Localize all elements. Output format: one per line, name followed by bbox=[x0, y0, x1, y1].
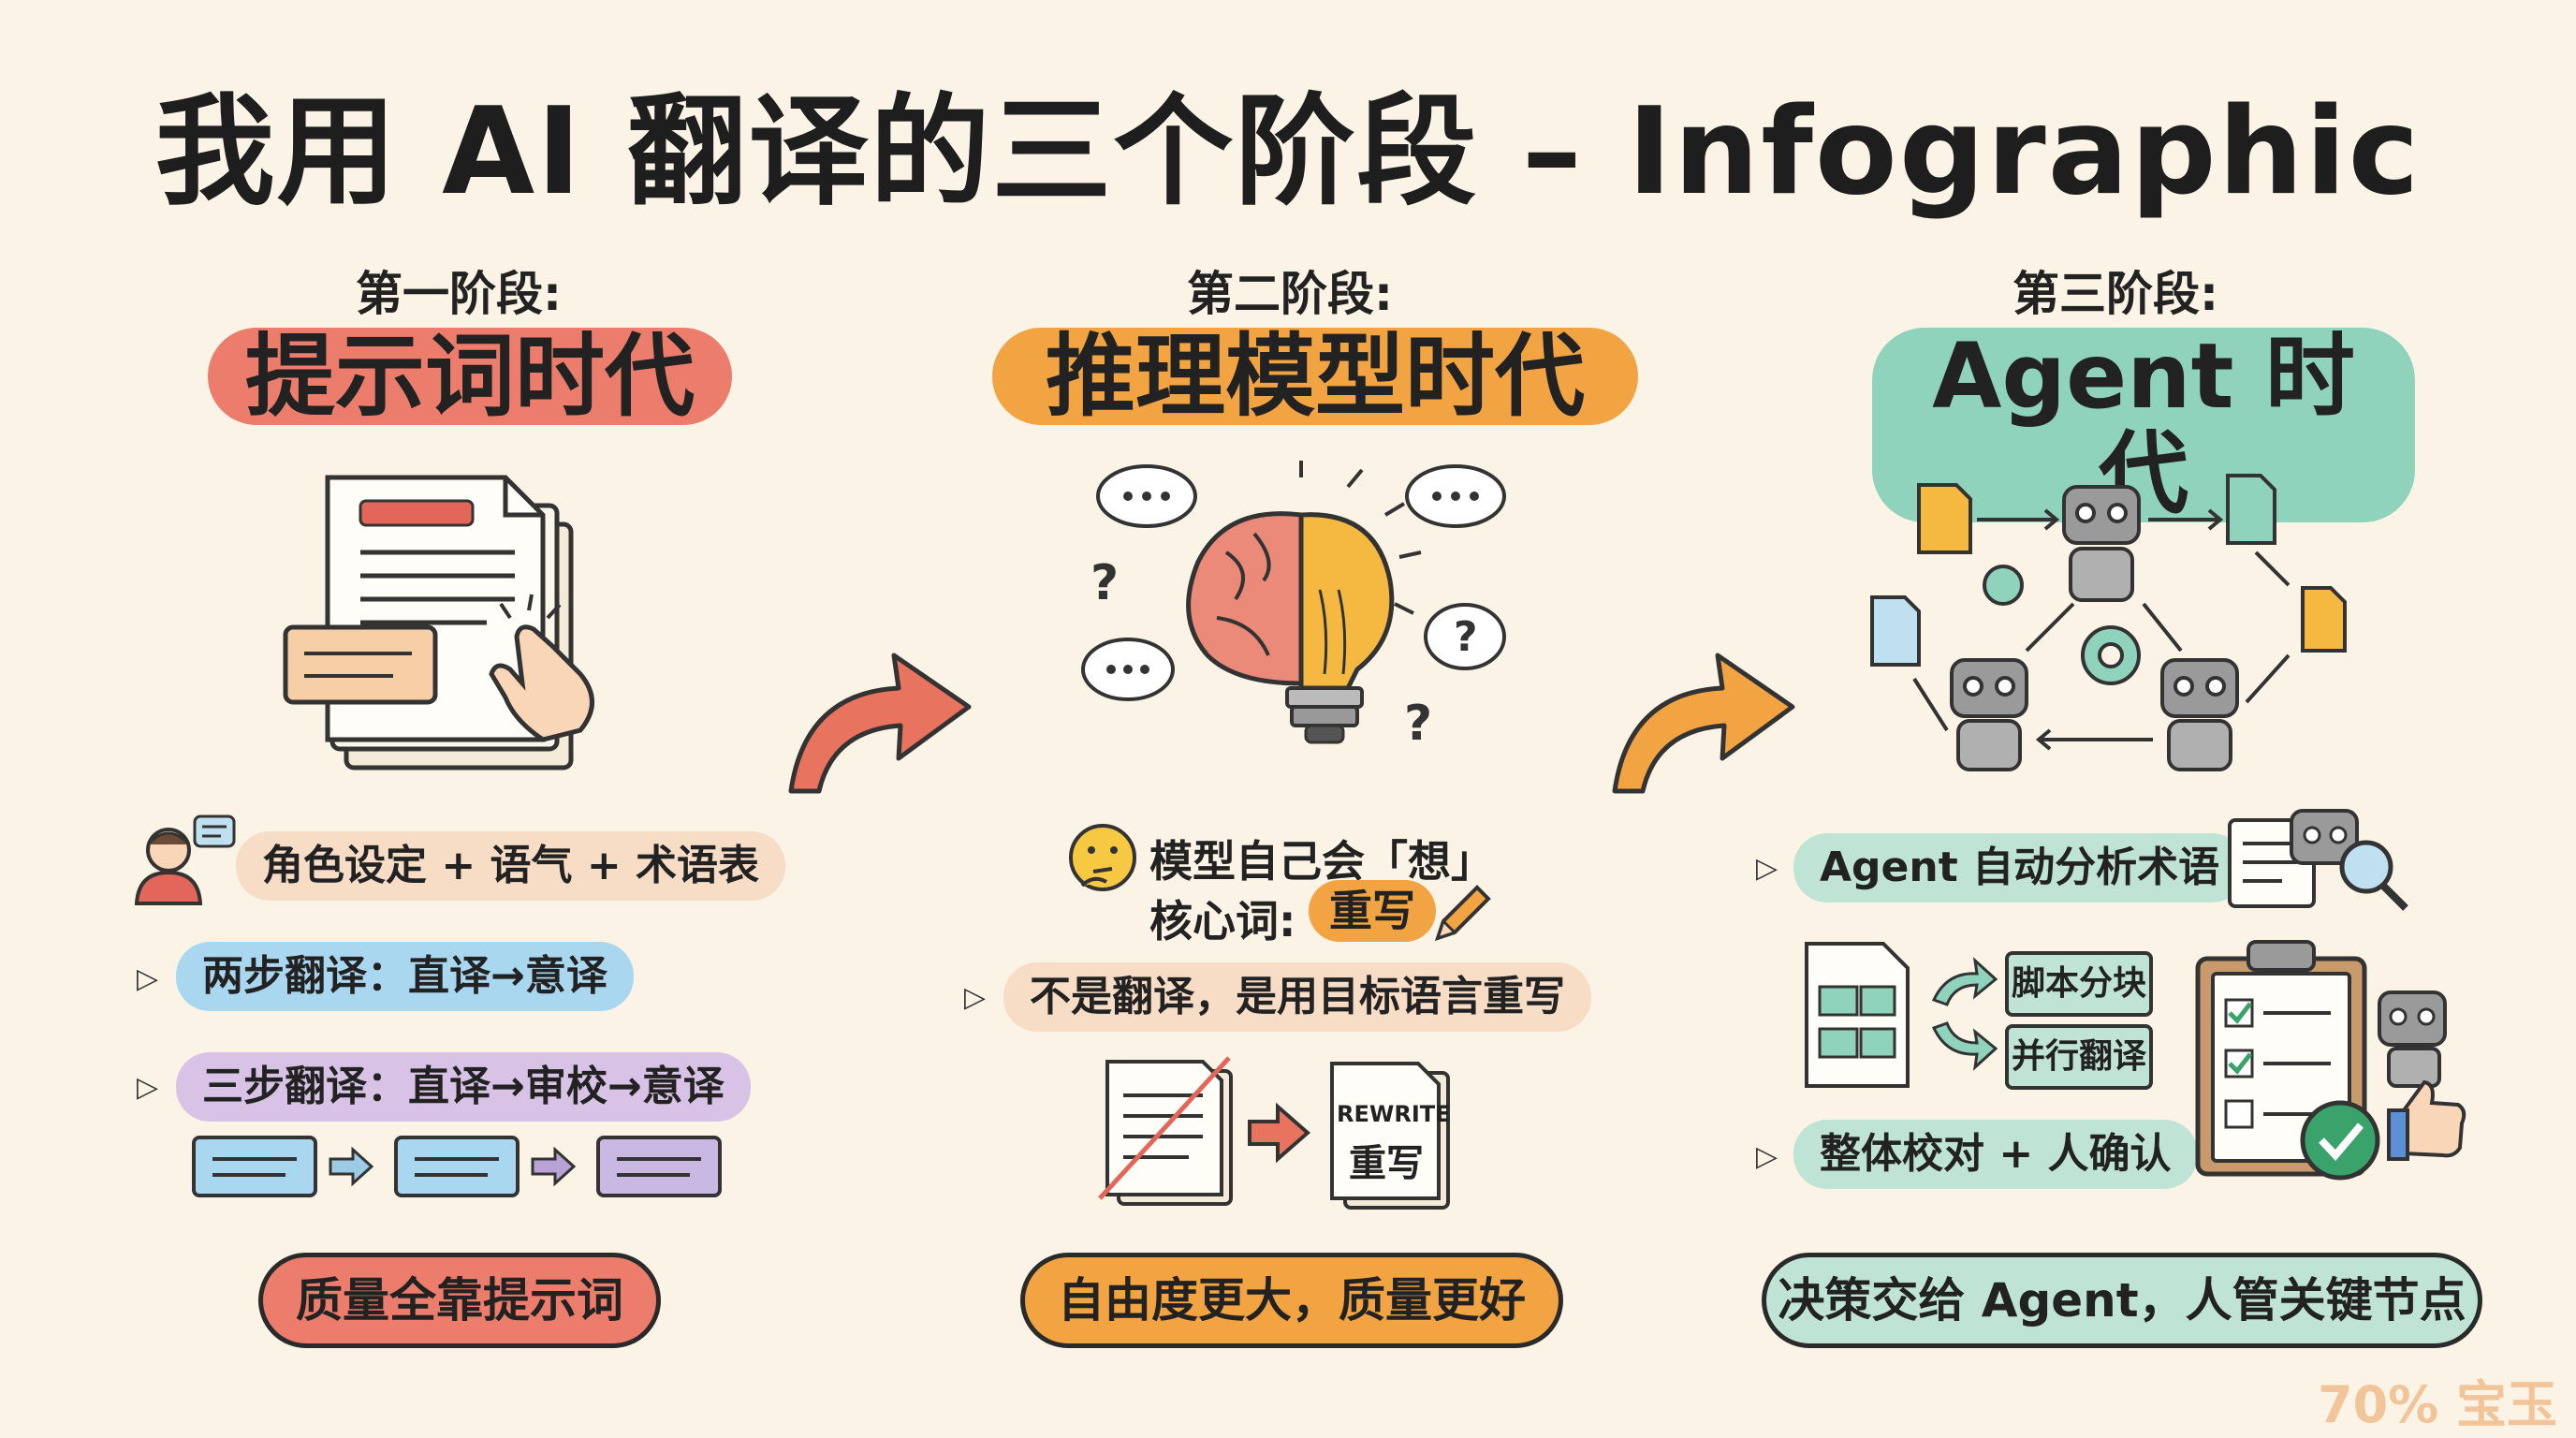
stage1-chip-three-step: 三步翻译：直译→审校→意译 bbox=[176, 1052, 751, 1122]
bullet-triangle-icon: ▷ bbox=[1756, 852, 1778, 885]
arrow-right-icon bbox=[788, 653, 972, 794]
stage2-summary: 自由度更大，质量更好 bbox=[1020, 1253, 1563, 1348]
rewrite-cn-label: 重写 bbox=[1349, 1142, 1424, 1185]
bullet-triangle-icon: ▷ bbox=[137, 962, 159, 995]
stage1-label: 第一阶段: bbox=[356, 267, 562, 321]
document-hand-icon bbox=[283, 475, 594, 770]
stage2-think-line: 模型自己会「想」 bbox=[1149, 836, 1494, 887]
bullet-triangle-icon: ▷ bbox=[1756, 1140, 1778, 1173]
robot-magnifier-icon bbox=[2228, 809, 2408, 911]
stage2-keyword-label: 核心词: bbox=[1149, 896, 1296, 946]
svg-text:?: ? bbox=[1454, 613, 1478, 661]
person-speech-icon bbox=[134, 814, 236, 905]
bullet-triangle-icon: ▷ bbox=[137, 1071, 159, 1104]
script-chunk-icon bbox=[1805, 942, 1910, 1088]
stage3-summary: 决策交给 Agent，人管关键节点 bbox=[1762, 1253, 2482, 1348]
svg-text:?: ? bbox=[1090, 555, 1119, 611]
page-title: 我用 AI 翻译的三个阶段 – Infographic bbox=[154, 82, 2422, 222]
agent-network-icon bbox=[1870, 474, 2347, 771]
stage2-chip-rewrite: 不是翻译，是用目标语言重写 bbox=[1003, 962, 1591, 1032]
rewrite-document-icon bbox=[1098, 1056, 1450, 1210]
arrow-right-icon bbox=[1612, 653, 1795, 794]
stage2-keyword: 重写 bbox=[1309, 880, 1436, 942]
stage3-label: 第三阶段: bbox=[2012, 267, 2218, 321]
stage1-title: 提示词时代 bbox=[208, 328, 732, 425]
stage1-chip-two-step: 两步翻译：直译→意译 bbox=[176, 942, 634, 1011]
rewrite-en-label: REWRITE bbox=[1337, 1101, 1451, 1127]
clipboard-check-icon bbox=[2195, 940, 2466, 1181]
parallel-translate-box: 并行翻译 bbox=[2005, 1024, 2153, 1090]
stage3-chip-review: 整体校对 + 人确认 bbox=[1793, 1120, 2198, 1189]
stage2-label: 第二阶段: bbox=[1187, 267, 1393, 321]
split-arrows-icon bbox=[1931, 957, 1998, 1071]
pencil-icon bbox=[1434, 885, 1491, 942]
brain-bulb-icon: ? ? ? bbox=[1081, 461, 1506, 752]
svg-text:?: ? bbox=[1404, 696, 1432, 752]
chunk-script-box: 脚本分块 bbox=[2005, 951, 2153, 1017]
thinking-face-icon bbox=[1069, 824, 1136, 891]
stage1-summary: 质量全靠提示词 bbox=[258, 1253, 661, 1348]
flow-boxes-icon bbox=[192, 1136, 722, 1197]
stage2-title: 推理模型时代 bbox=[992, 328, 1638, 425]
bullet-triangle-icon: ▷ bbox=[964, 981, 987, 1014]
stage1-chip-role: 角色设定 + 语气 + 术语表 bbox=[236, 831, 786, 901]
stage3-title: Agent 时代 bbox=[1872, 328, 2415, 522]
stage3-chip-terms: Agent 自动分析术语 bbox=[1793, 833, 2247, 902]
watermark: 70% 宝玉 bbox=[2318, 1375, 2558, 1434]
